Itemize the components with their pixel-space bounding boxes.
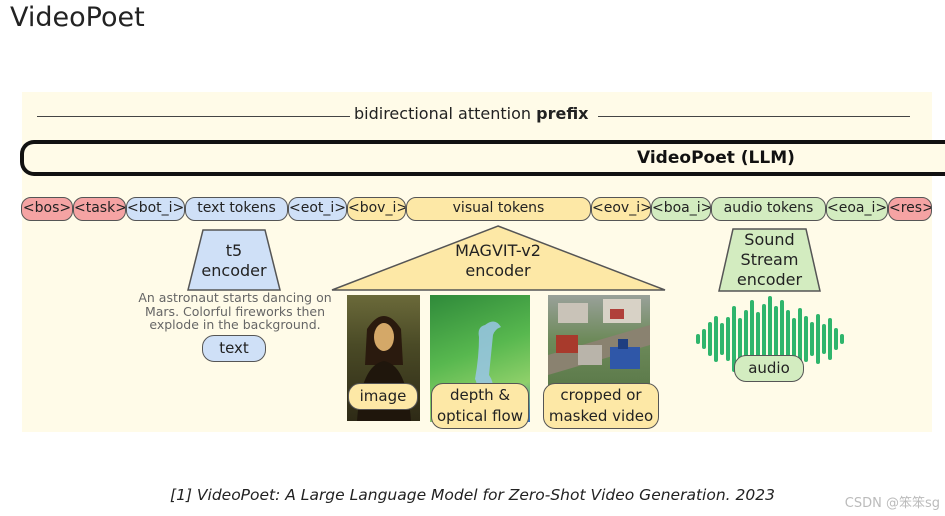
soundstream-encoder-line3: encoder bbox=[736, 270, 803, 289]
magvit-encoder-line1: MAGVIT-v2 bbox=[455, 241, 541, 260]
depth-flow-line2: optical flow bbox=[436, 407, 523, 425]
token-visual-tokens: visual tokens bbox=[406, 197, 591, 221]
image-pill: image bbox=[348, 383, 418, 410]
audio-pill: audio bbox=[734, 355, 804, 382]
soundstream-encoder-shape bbox=[718, 228, 821, 292]
magvit-encoder-label: MAGVIT-v2 encoder bbox=[398, 241, 598, 281]
token-task: <task> bbox=[73, 197, 126, 221]
watermark: CSDN @笨笨sg bbox=[844, 496, 940, 511]
token-boa-i: <boa_i> bbox=[651, 197, 711, 221]
attention-line-left bbox=[37, 116, 350, 117]
text-prompt: An astronaut starts dancing on Mars. Col… bbox=[138, 290, 332, 332]
attention-bold: prefix bbox=[536, 104, 589, 123]
cropped-video-line1: cropped or bbox=[560, 386, 642, 404]
t5-encoder-line1: t5 bbox=[225, 241, 243, 260]
token-audio-tokens: audio tokens bbox=[711, 197, 826, 221]
llm-box bbox=[20, 140, 945, 176]
token-bot-i: <bot_i> bbox=[126, 197, 185, 221]
cropped-video-pill: cropped or masked video bbox=[543, 383, 659, 429]
magvit-encoder-line2: encoder bbox=[465, 261, 531, 280]
magvit-encoder-shape bbox=[331, 225, 666, 291]
depth-flow-line1: depth & bbox=[449, 386, 511, 404]
token-bos: <bos> bbox=[21, 197, 73, 221]
llm-label: VideoPoet (LLM) bbox=[637, 148, 795, 168]
cropped-video-line2: masked video bbox=[548, 407, 654, 425]
depth-flow-pill: depth & optical flow bbox=[431, 383, 529, 429]
token-bov-i: <bov_i> bbox=[347, 197, 406, 221]
attention-text: bidirectional attention bbox=[354, 104, 537, 123]
token-eot-i: <eot_i> bbox=[288, 197, 347, 221]
model-train-icon bbox=[548, 299, 650, 375]
token-eov-i: <eov_i> bbox=[591, 197, 651, 221]
citation: [1] VideoPoet: A Large Language Model fo… bbox=[170, 486, 775, 504]
soundstream-encoder-line1: Sound bbox=[744, 230, 795, 249]
token-eoa-i: <eoa_i> bbox=[826, 197, 888, 221]
token-res: <res> bbox=[888, 197, 932, 221]
soundstream-encoder-line2: Stream bbox=[740, 250, 799, 269]
soundstream-encoder-label: Sound Stream encoder bbox=[719, 230, 820, 290]
attention-line-right bbox=[598, 116, 910, 117]
attention-label: bidirectional attention prefix bbox=[354, 104, 589, 123]
t5-encoder-label: t5 encoder bbox=[188, 241, 280, 281]
slide-title: VideoPoet bbox=[10, 2, 145, 33]
t5-encoder-line2: encoder bbox=[201, 261, 267, 280]
token-text-tokens: text tokens bbox=[185, 197, 288, 221]
text-pill: text bbox=[202, 335, 266, 362]
t5-encoder-shape bbox=[187, 229, 281, 291]
